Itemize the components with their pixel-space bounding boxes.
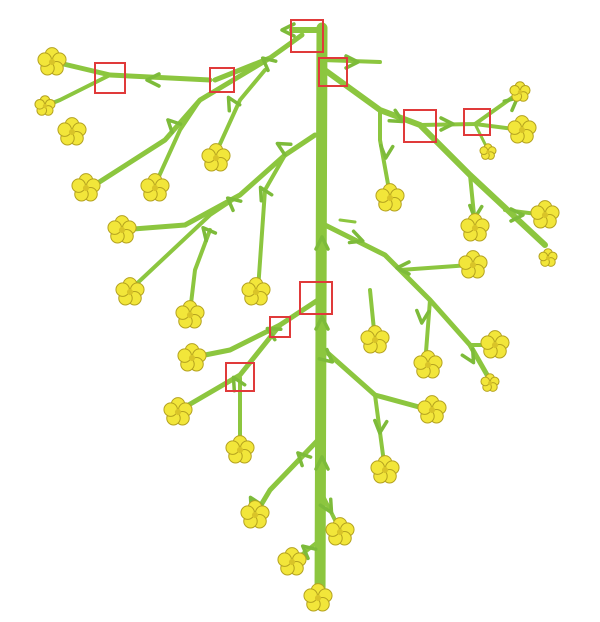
flower-icon — [202, 144, 230, 171]
flower-icon — [141, 174, 169, 201]
flower-icon — [35, 96, 55, 116]
flower-icon — [361, 326, 389, 353]
flower-icon — [226, 436, 254, 463]
flower-icon — [414, 351, 442, 378]
flower-icon — [176, 301, 204, 328]
stem-branch-10 — [130, 195, 240, 290]
flower-icon — [459, 251, 487, 278]
flower-icon — [510, 82, 530, 102]
arrows-layer — [147, 24, 523, 558]
flower-icon — [241, 501, 269, 528]
flower-icon — [508, 116, 536, 143]
stems-layer — [45, 28, 545, 600]
flower-icon — [418, 396, 446, 423]
stem-branch-3 — [55, 62, 210, 80]
flower-icon — [326, 518, 354, 545]
flower-icon — [304, 584, 332, 611]
flower-icon — [38, 48, 66, 75]
flower-icon — [539, 249, 557, 267]
arrowhead-icon — [198, 224, 215, 241]
flower-icon — [376, 184, 404, 211]
stem-branch-5 — [45, 75, 110, 106]
flower-icon — [371, 456, 399, 483]
stem-branch-6 — [215, 70, 265, 155]
stem-branch-21 — [340, 220, 355, 222]
flower-icon — [480, 144, 496, 160]
flower-icon — [164, 398, 192, 425]
stem-branch-4 — [215, 35, 302, 80]
flower-icon — [278, 548, 306, 575]
flower-icon — [72, 174, 100, 201]
flower-icon — [108, 216, 136, 243]
flower-icon — [178, 344, 206, 371]
flower-icon — [461, 214, 489, 241]
flower-icon — [58, 118, 86, 145]
flower-icon — [481, 374, 499, 392]
stem-branch-26 — [190, 300, 318, 358]
stem-branch-13 — [322, 68, 545, 245]
flower-icon — [242, 278, 270, 305]
flower-icon — [531, 201, 559, 228]
flower-icon — [481, 331, 509, 358]
stem-branch-31 — [255, 440, 318, 515]
